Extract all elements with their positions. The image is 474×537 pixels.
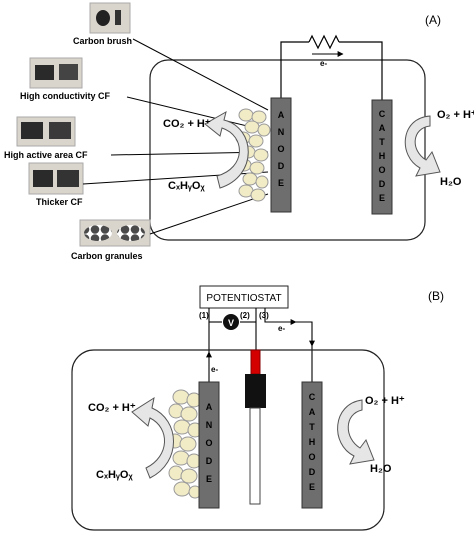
cathode-a-letter: A — [379, 123, 386, 133]
cathode-b-letter: H — [309, 437, 316, 447]
anode-b — [198, 381, 220, 509]
high-conductivity-cf-photo — [29, 57, 83, 89]
cathode-a-letters: C A T H O D E — [378, 109, 385, 203]
cathode-b-letter: A — [309, 407, 316, 417]
wire-a-left — [280, 41, 309, 100]
cathode-b-letter: T — [309, 422, 315, 432]
cathode-b-letter: O — [308, 452, 315, 462]
channel-1-label: (1) — [199, 311, 209, 320]
anode-a-letters: A N O D E — [277, 110, 284, 188]
carbon-granule-cluster-a — [235, 108, 271, 202]
anode-a-letter: A — [278, 110, 285, 120]
reactor-b — [71, 349, 385, 531]
label-thicker-cf: Thicker CF — [36, 197, 83, 207]
anode-substrate-a: CₓHᵧOᵪ — [168, 180, 205, 192]
cathode-b-letters: C A T H O D E — [308, 392, 315, 492]
wire-a-right — [339, 41, 383, 100]
cathode-a-letter: H — [379, 151, 386, 161]
label-high-active-area-cf: High active area CF — [4, 150, 88, 160]
cathode-product-b: H₂O — [370, 463, 392, 475]
anode-b-letter: E — [206, 474, 212, 484]
cathode-product-a: H₂O — [440, 176, 462, 188]
anode-a-letter: O — [277, 144, 284, 154]
cathode-b — [301, 381, 323, 509]
anode-a-letter: E — [278, 178, 284, 188]
reference-electrode — [245, 349, 266, 505]
anode-a-letter: D — [278, 161, 285, 171]
carbon-granule-cluster-b — [167, 389, 203, 499]
cathode-a-letter: E — [379, 193, 385, 203]
electron-label-a: e- — [320, 59, 327, 68]
channel-2-label: (2) — [240, 311, 250, 320]
anode-b-letter: D — [206, 456, 213, 466]
electron-label-b-left: e- — [211, 365, 218, 374]
anode-product-a: CO₂ + H⁺ — [163, 118, 211, 130]
high-active-area-cf-photo — [16, 116, 76, 147]
cathode-reactant-a: O₂ + H⁺ — [437, 109, 474, 121]
cathode-a-letter: T — [379, 137, 385, 147]
anode-b-letter: N — [206, 420, 213, 430]
resistor-icon — [308, 34, 340, 50]
voltmeter-label: V — [228, 318, 234, 328]
voltmeter-icon — [223, 314, 239, 330]
panel-a-tag: (A) — [425, 13, 441, 27]
potentiostat-label: POTENTIOSTAT — [206, 293, 281, 304]
cathode-reaction-arrow-a — [404, 115, 441, 177]
cathode-a-letter: C — [379, 109, 386, 119]
cathode-b-letter: C — [309, 392, 316, 402]
potentiostat-box — [199, 285, 289, 309]
anode-reaction-arrow-b — [131, 396, 174, 479]
carbon-brush-photo — [89, 2, 131, 34]
label-high-conductivity-cf: High conductivity CF — [20, 91, 111, 101]
label-carbon-granules: Carbon granules — [71, 251, 143, 261]
cathode-reactant-b: O₂ + H⁺ — [365, 395, 405, 407]
cathode-b-letter: E — [309, 482, 315, 492]
channel-3-label: (3) — [259, 311, 269, 320]
cathode-b-letter: D — [309, 467, 316, 477]
cathode-a-letter: O — [378, 165, 385, 175]
cathode-a-letter: D — [379, 179, 386, 189]
thicker-cf-photo — [28, 162, 84, 195]
cathode-a — [371, 99, 393, 215]
anode-b-letter: A — [206, 402, 213, 412]
reactor-a — [149, 59, 426, 241]
anode-product-b: CO₂ + H⁺ — [88, 402, 136, 414]
electron-label-b-right: e- — [278, 324, 285, 333]
anode-a — [270, 97, 292, 213]
panel-b-tag: (B) — [428, 289, 444, 303]
anode-substrate-b: CₓHᵧOᵪ — [96, 469, 133, 481]
anode-reaction-arrow-a — [204, 110, 249, 189]
label-carbon-brush: Carbon brush — [73, 36, 132, 46]
anode-b-letter: O — [205, 438, 212, 448]
cathode-reaction-arrow-b — [337, 399, 375, 465]
carbon-granules-photo — [79, 219, 151, 247]
anode-a-letter: N — [278, 127, 285, 137]
anode-b-letters: A N O D E — [205, 402, 212, 484]
